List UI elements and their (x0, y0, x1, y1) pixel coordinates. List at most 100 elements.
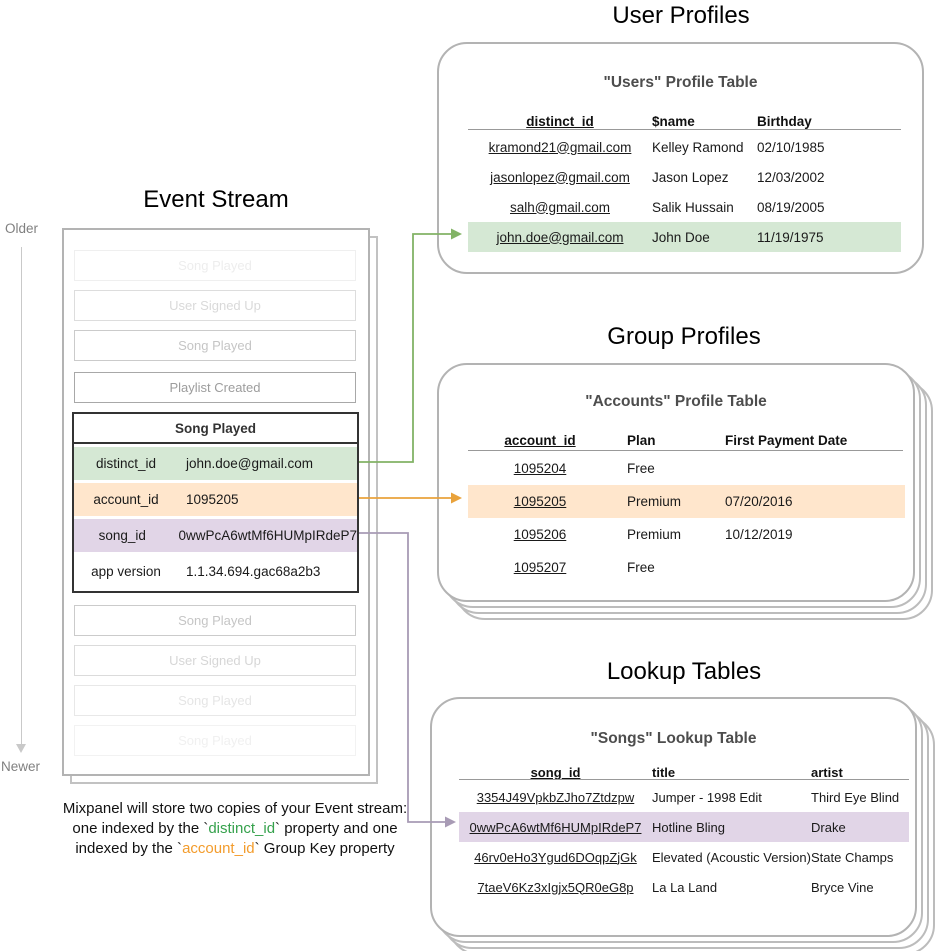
table-row: 1095206 Premium 10/12/2019 (468, 518, 905, 551)
songs-table-header: song_id title artist (459, 757, 909, 787)
caption-line-3: indexed by the `account_id` Group Key pr… (75, 840, 395, 857)
cell-name: Salik Hussain (652, 199, 734, 215)
cell-account-id: 1095207 (513, 560, 567, 575)
table-row: kramond21@gmail.com Kelley Ramond 02/10/… (468, 132, 901, 162)
timeline-arrow-down-icon (16, 744, 26, 753)
cell-account-id: 1095205 (513, 494, 567, 509)
cell-artist: Bryce Vine (811, 879, 874, 895)
event-box: User Signed Up (74, 645, 356, 676)
cell-name: Jason Lopez (652, 169, 729, 185)
cell-song-id: 0wwPcA6wtMf6HUMpIRdeP7 (469, 819, 642, 835)
column-header-artist: artist (811, 764, 843, 780)
event-label: Song Played (178, 613, 252, 628)
cell-song-id: 7taeV6Kz3xIgjx5QR0eG8p (477, 879, 634, 895)
table-row: 7taeV6Kz3xIgjx5QR0eG8p La La Land Bryce … (459, 872, 909, 902)
table-row-highlighted: 0wwPcA6wtMf6HUMpIRdeP7 Hotline Bling Dra… (459, 812, 909, 842)
cell-title: Jumper - 1998 Edit (652, 789, 762, 805)
cell-plan: Premium (627, 527, 682, 542)
column-header-distinct-id: distinct_id (526, 113, 594, 129)
cell-account-id: 1095206 (513, 527, 567, 542)
cell-artist: State Champs (811, 849, 894, 865)
user-profiles-title: User Profiles (612, 2, 750, 29)
header-divider (459, 779, 909, 780)
event-stream-panel: Song Played User Signed Up Song Played P… (62, 228, 370, 776)
event-label: Song Played (178, 258, 252, 273)
cell-birthday: 02/10/1985 (757, 139, 825, 155)
cell-title: Elevated (Acoustic Version) (652, 849, 811, 865)
songs-lookup-card: "Songs" Lookup Table song_id title artis… (430, 697, 917, 937)
songs-table-title: "Songs" Lookup Table (590, 730, 757, 747)
event-box: Song Played (74, 250, 356, 281)
cell-title: Hotline Bling (652, 819, 725, 835)
accounts-profile-card: "Accounts" Profile Table account_id Plan… (437, 363, 915, 602)
event-label: Song Played (178, 693, 252, 708)
property-value: john.doe@gmail.com (186, 456, 314, 471)
event-box: Song Played (74, 605, 356, 636)
table-row: 46rv0eHo3Ygud6DOqpZjGk Elevated (Acousti… (459, 842, 909, 872)
cell-plan: Free (627, 461, 655, 476)
event-stream-title: Event Stream (143, 186, 289, 213)
event-box: User Signed Up (74, 290, 356, 321)
cell-distinct-id: salh@gmail.com (510, 199, 610, 215)
event-box: Playlist Created (74, 372, 356, 403)
caption-line-1: Mixpanel will store two copies of your E… (62, 800, 408, 817)
cell-name: Kelley Ramond (652, 139, 744, 155)
accounts-table-header: account_id Plan First Payment Date (468, 424, 905, 457)
header-divider (468, 450, 903, 451)
header-divider (468, 129, 901, 130)
table-row: 1095204 Free (468, 452, 905, 485)
property-row-song-id: song_id 0wwPcA6wtMf6HUMpIRdeP7 (74, 519, 357, 552)
event-label: User Signed Up (169, 298, 261, 313)
cell-distinct-id: kramond21@gmail.com (488, 139, 632, 155)
cell-first-payment-date: 07/20/2016 (725, 494, 793, 509)
cell-distinct-id: john.doe@gmail.com (496, 229, 624, 245)
accounts-table-title: "Accounts" Profile Table (585, 393, 767, 410)
column-header-plan: Plan (627, 433, 656, 448)
users-table-title: "Users" Profile Table (603, 74, 758, 91)
cell-song-id: 3354J49VpkbZJho7Ztdzpw (476, 789, 635, 805)
cell-song-id: 46rv0eHo3Ygud6DOqpZjGk (474, 849, 637, 865)
column-header-birthday: Birthday (757, 113, 812, 129)
cell-first-payment-date: 10/12/2019 (725, 527, 793, 542)
column-header-song-id: song_id (530, 764, 581, 780)
selected-event-card: Song Played distinct_id john.doe@gmail.c… (72, 412, 359, 593)
cell-birthday: 08/19/2005 (757, 199, 825, 215)
lookup-tables-title: Lookup Tables (606, 658, 762, 685)
group-profiles-title: Group Profiles (607, 323, 761, 350)
column-header-first-payment-date: First Payment Date (725, 433, 848, 448)
table-row-highlighted: john.doe@gmail.com John Doe 11/19/1975 (468, 222, 901, 252)
diagram-caption: Mixpanel will store two copies of your E… (25, 799, 445, 859)
cell-title: La La Land (652, 879, 718, 895)
table-row: salh@gmail.com Salik Hussain 08/19/2005 (468, 192, 901, 222)
property-row-app-version: app version 1.1.34.694.gac68a2b3 (74, 555, 357, 588)
cell-distinct-id: jasonlopez@gmail.com (490, 169, 630, 185)
column-header-account-id: account_id (504, 433, 576, 448)
property-row-distinct-id: distinct_id john.doe@gmail.com (74, 447, 357, 480)
caption-distinct-id-keyword: distinct_id (208, 820, 276, 837)
users-table-header: distinct_id $name Birthday (468, 106, 901, 136)
cell-account-id: 1095204 (513, 461, 567, 476)
table-row: 1095207 Free (468, 551, 905, 584)
timeline-older-label: Older (5, 221, 39, 236)
cell-birthday: 12/03/2002 (757, 169, 825, 185)
property-key: song_id (98, 528, 146, 543)
cell-name: John Doe (652, 229, 710, 245)
column-header-title: title (652, 764, 676, 780)
cell-plan: Free (627, 560, 655, 575)
property-value: 0wwPcA6wtMf6HUMpIRdeP7 (178, 528, 357, 543)
event-label: User Signed Up (169, 653, 261, 668)
property-value: 1.1.34.694.gac68a2b3 (186, 564, 321, 579)
selected-event-title: Song Played (74, 414, 357, 444)
property-row-account-id: account_id 1095205 (74, 483, 357, 516)
property-key: app version (91, 564, 161, 579)
cell-plan: Premium (627, 494, 682, 509)
cell-birthday: 11/19/1975 (757, 229, 824, 245)
table-row: 3354J49VpkbZJho7Ztdzpw Jumper - 1998 Edi… (459, 782, 909, 812)
caption-account-id-keyword: account_id (182, 840, 255, 857)
users-profile-card: "Users" Profile Table distinct_id $name … (437, 42, 924, 274)
property-key: account_id (93, 492, 159, 507)
event-label: Playlist Created (169, 380, 261, 395)
caption-line-2: one indexed by the `distinct_id` propert… (72, 820, 398, 837)
property-value: 1095205 (186, 492, 239, 507)
